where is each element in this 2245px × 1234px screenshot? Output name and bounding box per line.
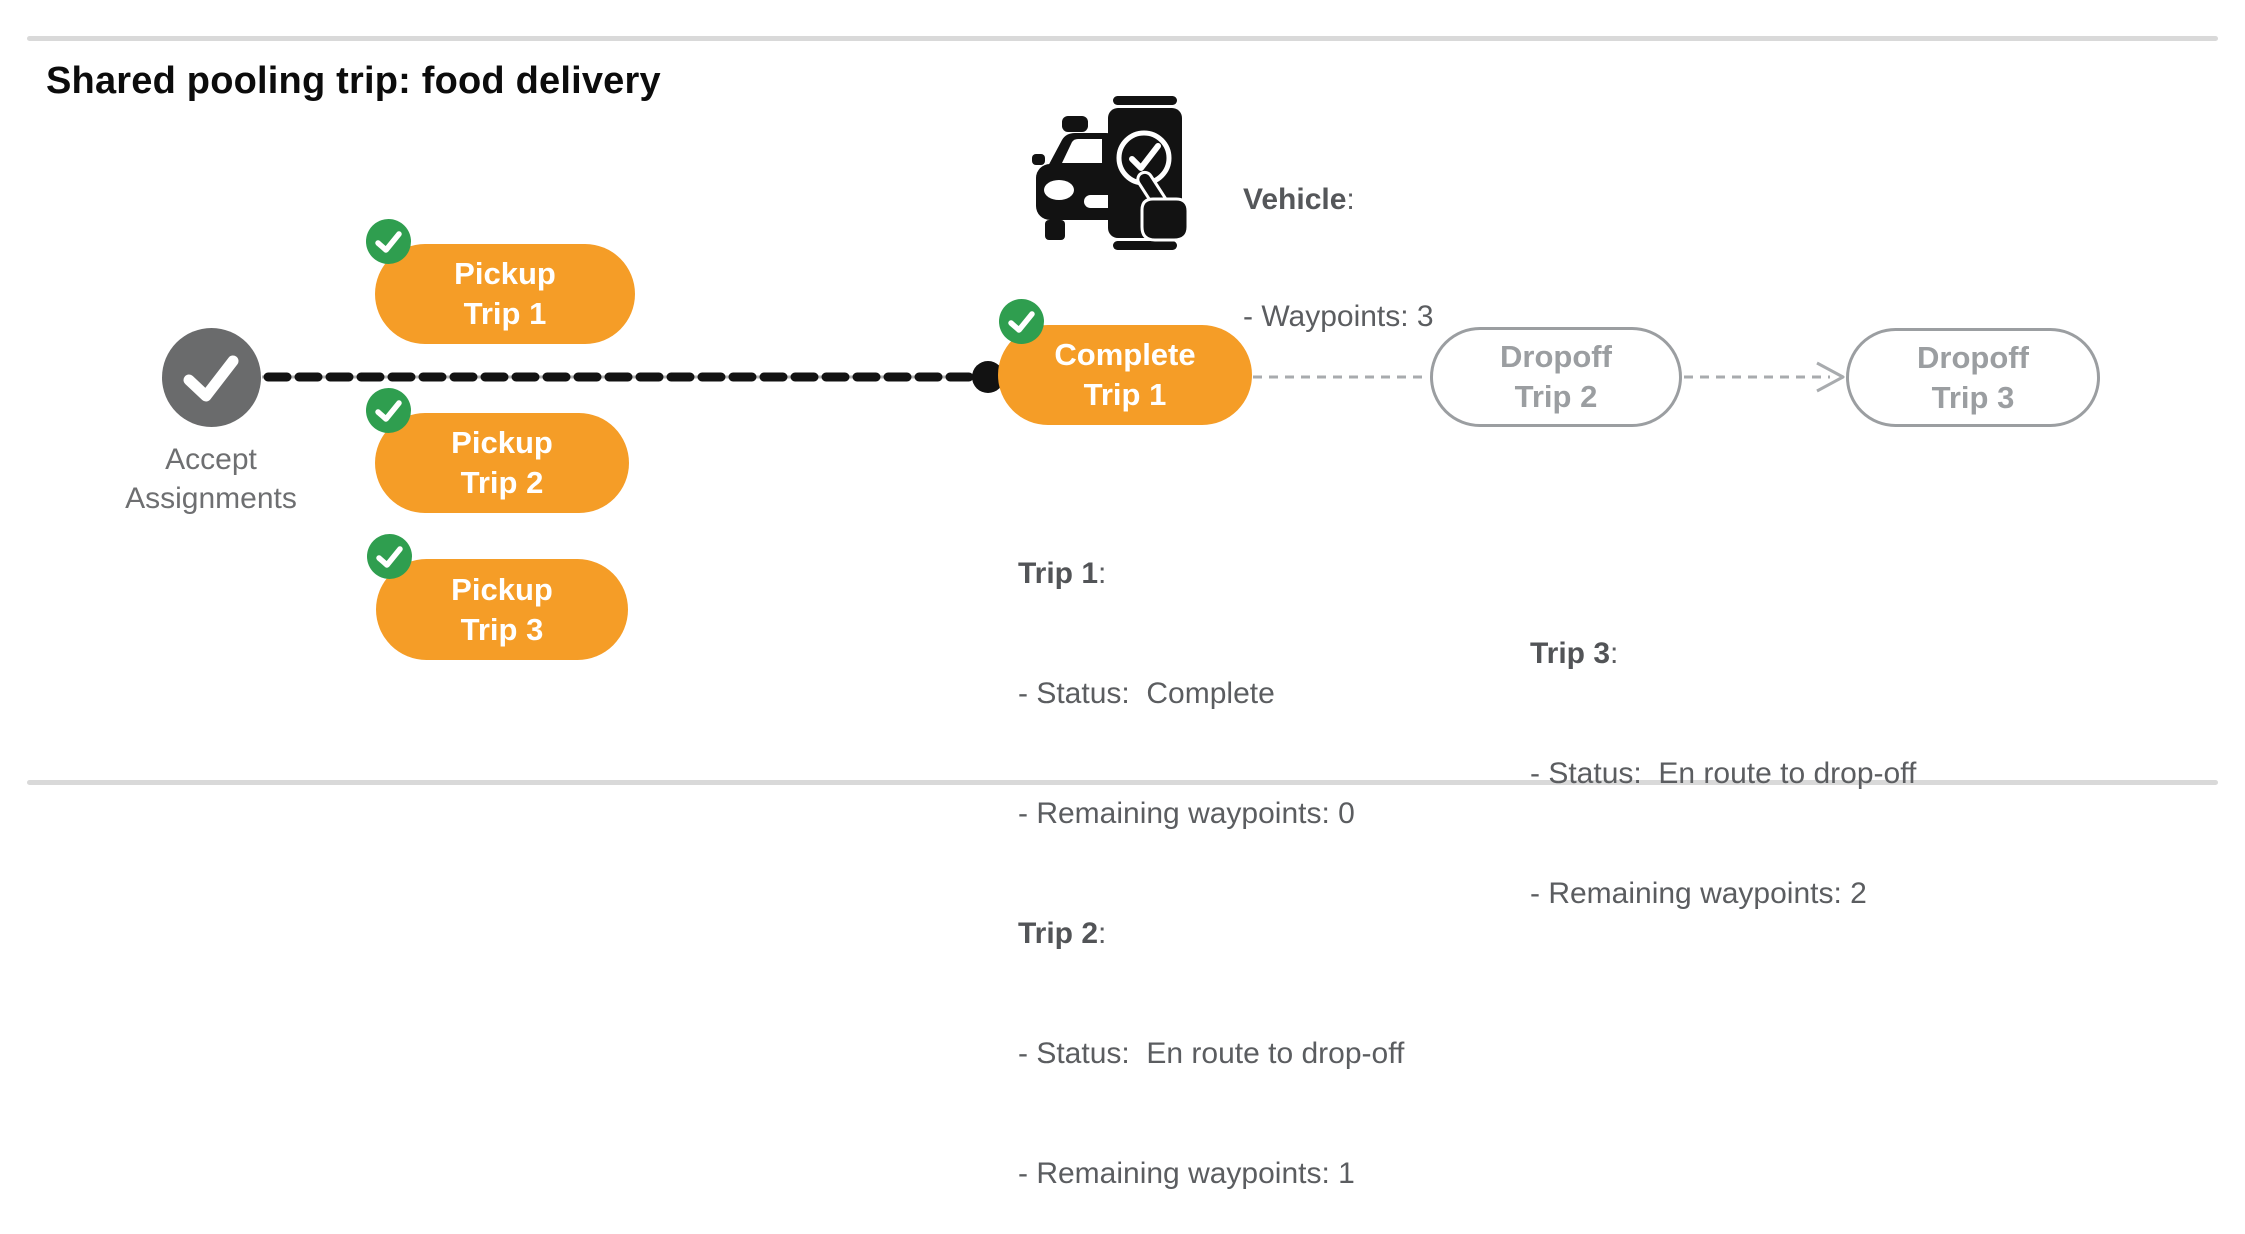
dropoff-trip-3-node: Dropoff Trip 3 <box>1846 328 2100 427</box>
vehicle-car-phone-icon <box>1032 96 1188 250</box>
check-badge-icon <box>999 299 1044 344</box>
trip-3-header: Trip 3: <box>1530 637 1619 670</box>
vehicle-info: Vehicle: - Waypoints: 3 <box>1243 102 1434 375</box>
accept-assignments-label: Accept Assignments <box>125 443 297 515</box>
page-title: Shared pooling trip: food delivery <box>46 60 661 102</box>
bottom-divider <box>27 780 2218 785</box>
trip-status-block-1: Trip 1: - Status: Complete - Remaining w… <box>1018 474 1404 1234</box>
check-badge-icon <box>366 219 411 264</box>
top-divider <box>27 36 2218 41</box>
check-badge-icon <box>366 388 411 433</box>
trip-status-block-2: Trip 3: - Status: En route to drop-off -… <box>1530 554 1916 954</box>
pickup-trip-1-node: Pickup Trip 1 <box>366 219 635 344</box>
check-icon <box>183 355 239 402</box>
complete-trip-1-node: Complete Trip 1 <box>998 299 1252 425</box>
vehicle-waypoints: - Waypoints: 3 <box>1243 300 1434 333</box>
accept-assignments-node <box>162 328 261 427</box>
trip-2-header: Trip 2: <box>1018 917 1107 950</box>
pickup-trip-3-node: Pickup Trip 3 <box>367 534 628 660</box>
check-badge-icon <box>367 534 412 579</box>
pickup-trip-2-node: Pickup Trip 2 <box>366 388 629 513</box>
trip-1-header: Trip 1: <box>1018 557 1107 590</box>
vehicle-header: Vehicle: <box>1243 183 1355 216</box>
dropoff-trip-2-node: Dropoff Trip 2 <box>1430 327 1682 427</box>
